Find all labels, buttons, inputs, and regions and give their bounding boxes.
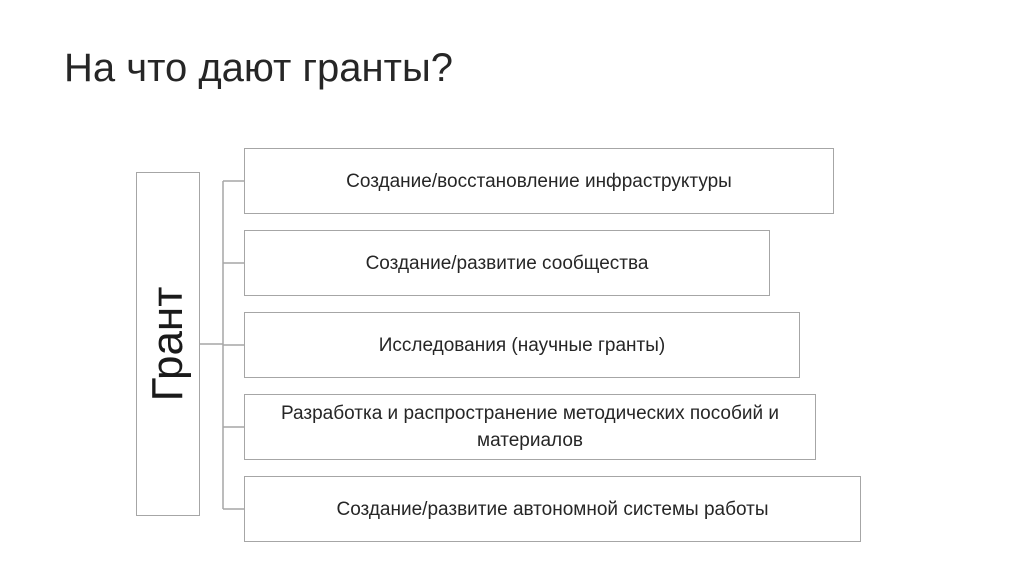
item-node-materials: Разработка и распространение методически… xyxy=(244,394,816,460)
slide-title: На что дают гранты? xyxy=(64,46,453,90)
item-node-label: Исследования (научные гранты) xyxy=(378,334,666,356)
item-node-label: Создание/развитие сообщества xyxy=(365,252,649,274)
item-node-autonomous-system: Создание/развитие автономной системы раб… xyxy=(244,476,861,542)
item-node-label: Создание/восстановление инфраструктуры xyxy=(346,170,732,192)
item-node-label: Разработка и распространение методически… xyxy=(281,403,779,451)
item-node-community: Создание/развитие сообщества xyxy=(244,230,770,296)
root-node-label: Грант xyxy=(143,286,192,402)
item-node-research: Исследования (научные гранты) xyxy=(244,312,800,378)
item-node-label: Создание/развитие автономной системы раб… xyxy=(336,498,769,520)
item-node-infrastructure: Создание/восстановление инфраструктуры xyxy=(244,148,834,214)
root-node: Грант xyxy=(136,172,200,516)
